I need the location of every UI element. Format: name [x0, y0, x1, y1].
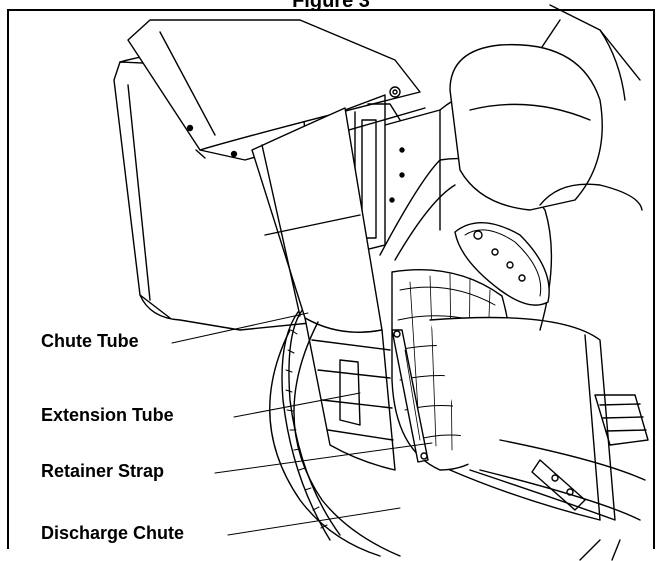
leader-line-discharge-chute: [227, 507, 401, 536]
retainer-strap-shape: [391, 329, 429, 463]
seat: [449, 4, 643, 211]
extension-tube-shape: [304, 317, 396, 471]
bag-lid: [127, 19, 426, 161]
chute-tube-shape: [251, 107, 383, 333]
leader-line-chute-tube: [171, 312, 309, 344]
callout-extension-tube: Extension Tube: [41, 405, 174, 425]
figure-title: Figure 3: [292, 0, 370, 12]
callout-chute-tube: Chute Tube: [41, 331, 139, 351]
figure-frame: [7, 9, 655, 549]
control-panel: [454, 222, 550, 306]
discharge-chute-shape: [269, 316, 616, 557]
callout-discharge-chute: Discharge Chute: [41, 523, 185, 543]
callout-retainer-strap: Retainer Strap: [41, 461, 165, 481]
rear-plate: [531, 394, 649, 511]
leader-line-extension-tube: [233, 392, 361, 418]
leader-line-retainer-strap: [214, 442, 433, 474]
